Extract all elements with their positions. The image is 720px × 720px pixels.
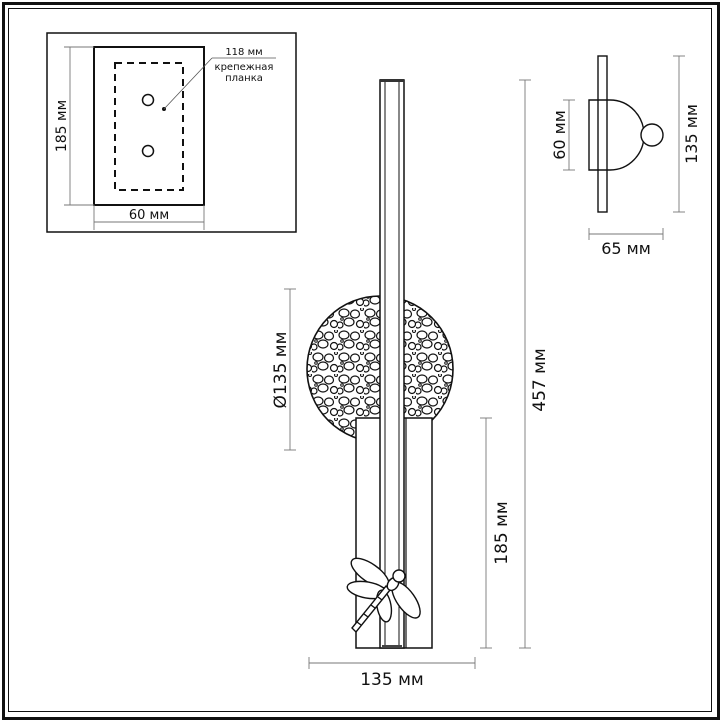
lower-body-height-label: 185 мм bbox=[492, 501, 512, 565]
screw-hole-icon bbox=[141, 144, 155, 158]
front-view bbox=[284, 79, 531, 669]
mounting-plate-view bbox=[46, 32, 297, 233]
light-bar-outline bbox=[379, 79, 405, 649]
side-depth-label: 65 мм bbox=[601, 239, 651, 258]
side-base-outline bbox=[588, 99, 645, 171]
side-total-height-label: 135 мм bbox=[682, 104, 701, 164]
bracket-caption-line1: крепежная bbox=[215, 62, 274, 73]
plate-height-label: 185 мм bbox=[54, 100, 70, 152]
side-knob-icon bbox=[640, 123, 664, 147]
mounting-plate-outline bbox=[93, 46, 205, 206]
total-height-label: 457 мм bbox=[530, 348, 550, 412]
side-view bbox=[563, 55, 685, 240]
bracket-size-label: 118 мм bbox=[225, 47, 262, 58]
leader-line bbox=[163, 57, 213, 110]
plate-width-label: 60 мм bbox=[129, 208, 169, 223]
bracket-caption-line2: планка bbox=[225, 73, 263, 84]
screw-hole-icon bbox=[141, 93, 155, 107]
disc-diameter-label: Ø135 мм bbox=[271, 332, 291, 409]
drawing-inner-frame bbox=[8, 8, 712, 712]
dragonfly-icon bbox=[346, 557, 421, 634]
side-base-height-label: 60 мм bbox=[550, 110, 569, 160]
bracket-dashed-outline bbox=[114, 62, 184, 191]
front-width-label: 135 мм bbox=[360, 670, 424, 690]
inset-box bbox=[46, 32, 297, 233]
side-bar-outline bbox=[597, 55, 608, 213]
